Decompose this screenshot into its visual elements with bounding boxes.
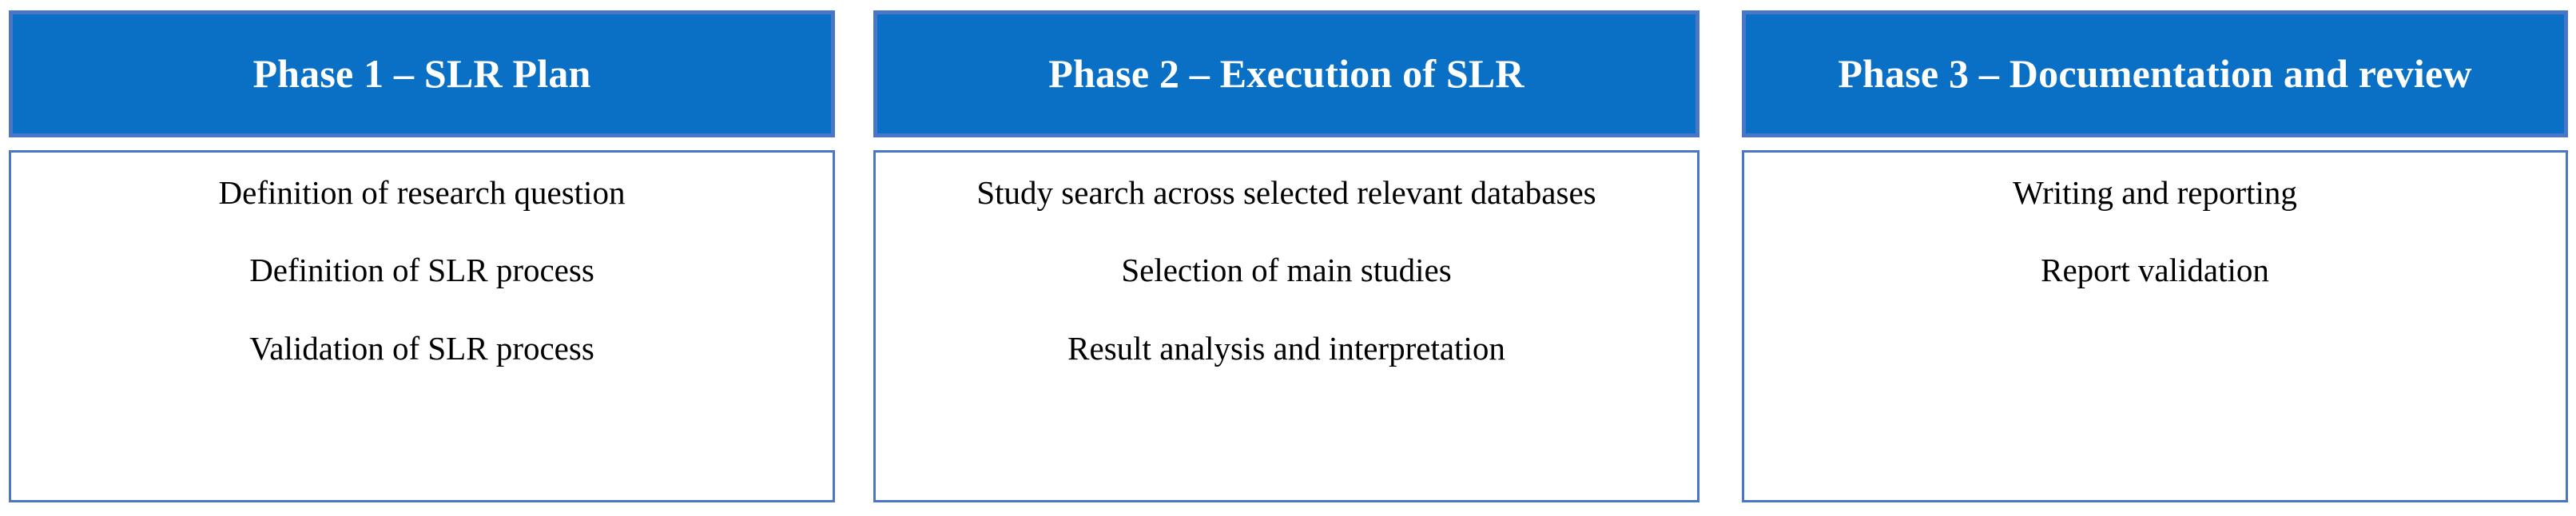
phase-1-item-3: Validation of SLR process bbox=[249, 329, 594, 367]
phase-column-2: Phase 2 – Execution of SLR Study search … bbox=[873, 0, 1699, 516]
phase-1-body-box: Definition of research question Definiti… bbox=[9, 150, 835, 502]
phase-1-header-box: Phase 1 – SLR Plan bbox=[9, 10, 835, 137]
phase-2-header-title: Phase 2 – Execution of SLR bbox=[1048, 51, 1525, 96]
phase-3-body-box: Writing and reporting Report validation bbox=[1742, 150, 2568, 502]
phase-3-header-box: Phase 3 – Documentation and review bbox=[1742, 10, 2568, 137]
phase-1-header-title: Phase 1 – SLR Plan bbox=[252, 51, 591, 96]
phase-2-body-box: Study search across selected relevant da… bbox=[873, 150, 1699, 502]
phase-1-item-1: Definition of research question bbox=[218, 174, 626, 211]
phase-column-3: Phase 3 – Documentation and review Writi… bbox=[1742, 0, 2568, 516]
phase-2-item-2: Selection of main studies bbox=[1121, 252, 1452, 289]
phase-3-header-title: Phase 3 – Documentation and review bbox=[1838, 51, 2472, 96]
phase-3-item-2: Report validation bbox=[2041, 252, 2269, 289]
phase-column-1: Phase 1 – SLR Plan Definition of researc… bbox=[9, 0, 835, 516]
phase-2-item-1: Study search across selected relevant da… bbox=[976, 174, 1596, 211]
phase-3-item-1: Writing and reporting bbox=[2013, 174, 2297, 211]
phase-2-item-3: Result analysis and interpretation bbox=[1067, 329, 1505, 367]
phase-1-item-2: Definition of SLR process bbox=[249, 252, 594, 289]
phase-2-header-box: Phase 2 – Execution of SLR bbox=[873, 10, 1699, 137]
